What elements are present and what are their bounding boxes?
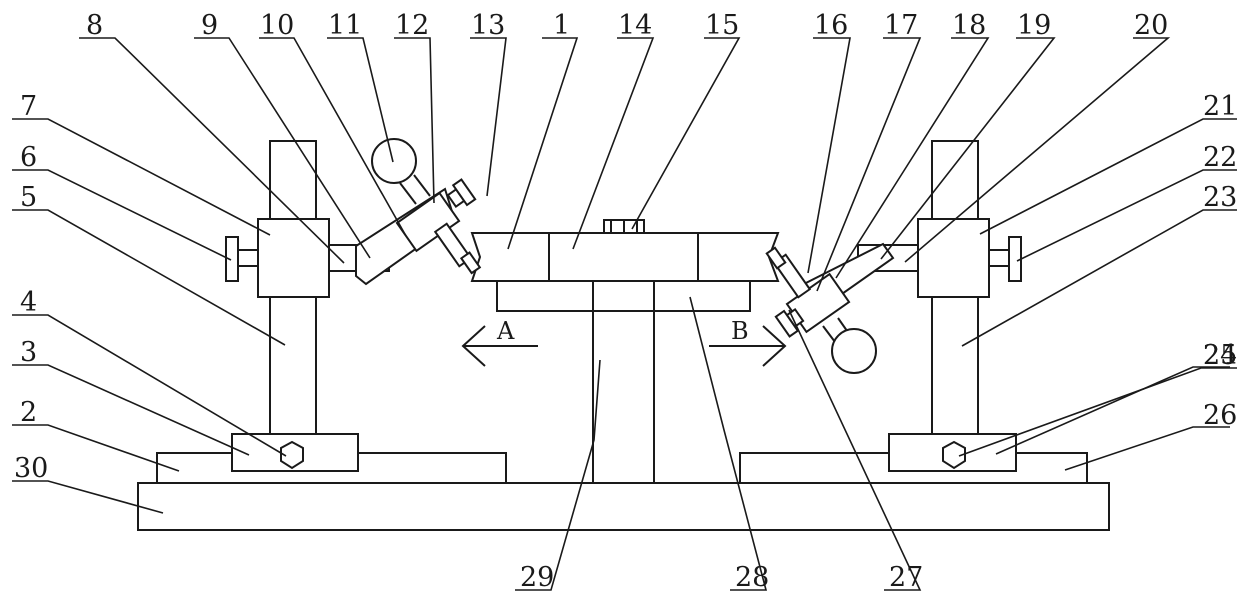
arrow-icon-right [709,325,787,367]
leader-18 [835,37,990,279]
label-19: 19 [1017,10,1051,41]
label-29: 29 [520,562,554,593]
leader-15 [631,37,741,230]
leader-5 [12,209,286,346]
leader-12 [394,37,435,204]
leader-2 [12,424,180,472]
label-22: 22 [1203,142,1237,173]
label-1: 1 [553,10,570,41]
label-6: 6 [20,142,37,173]
leader-29 [515,359,601,591]
center-column-29 [592,280,655,484]
top-bolt-15 [603,219,645,234]
label-5: 5 [20,182,37,213]
label-14: 14 [618,10,652,41]
left-rail-2 [156,452,507,483]
support-plate-28 [496,280,751,312]
label-21: 21 [1203,91,1237,122]
label-26: 26 [1203,400,1237,431]
label-11: 11 [328,10,362,41]
leader-4 [12,314,287,457]
leader-23 [961,209,1237,347]
label-25: 25 [1203,340,1237,371]
workpiece-1 [470,232,780,282]
leader-10 [259,37,407,237]
label-9: 9 [201,10,218,41]
left-probe-tip [459,251,482,275]
label-28: 28 [735,562,769,593]
leader-14 [572,37,655,250]
left-clamp-block-7 [257,218,330,298]
leader-25 [995,366,1230,455]
label-24: 24 [1203,340,1237,371]
leader-26 [1064,426,1230,471]
base-plate-30 [137,482,1110,531]
arrow-icon-left [461,325,538,367]
leader-22 [1016,169,1237,262]
part-labels: 8 9 10 11 12 13 1 14 15 16 17 18 19 20 7… [14,10,1237,593]
leader-13 [470,37,507,197]
leader-11 [327,37,394,163]
label-30: 30 [14,453,48,484]
leader-1 [507,37,579,250]
label-16: 16 [814,10,848,41]
leader-28 [689,296,768,591]
label-10: 10 [260,10,294,41]
leader-lines [12,37,1237,591]
right-clamp-block-21 [917,218,990,298]
label-2: 2 [20,397,37,428]
label-23: 23 [1203,182,1237,213]
leader-19 [880,37,1056,260]
leader-9 [194,37,371,259]
label-12: 12 [395,10,429,41]
label-18: 18 [952,10,986,41]
label-15: 15 [705,10,739,41]
dial-gauge-icon [371,138,431,205]
dial-gauge-icon [822,317,877,374]
direction-label-a: A [496,317,515,345]
leader-17 [816,37,922,292]
clamp-knob-icon [225,236,259,282]
label-3: 3 [20,337,37,368]
leader-24 [958,367,1237,457]
leader-7 [12,118,271,236]
label-13: 13 [471,10,505,41]
label-17: 17 [884,10,918,41]
label-27: 27 [889,562,923,593]
leader-8 [79,37,345,264]
hexagon-nut-icon [280,440,304,470]
label-4: 4 [20,287,37,318]
right-probe-tip [765,246,787,270]
leader-21 [979,118,1237,235]
leader-6 [12,169,232,261]
leader-3 [12,364,250,456]
leader-20 [904,37,1171,263]
label-7: 7 [20,91,37,122]
leader-16 [807,37,851,274]
label-20: 20 [1134,10,1168,41]
leader-27 [788,309,922,591]
label-8: 8 [86,10,103,41]
leader-30 [12,480,164,514]
direction-label-b: B [731,317,749,345]
left-lock-screw-13 [446,178,477,208]
clamp-knob-icon [988,236,1022,282]
hexagon-nut-icon [942,440,966,470]
right-rail-26 [739,452,1088,483]
